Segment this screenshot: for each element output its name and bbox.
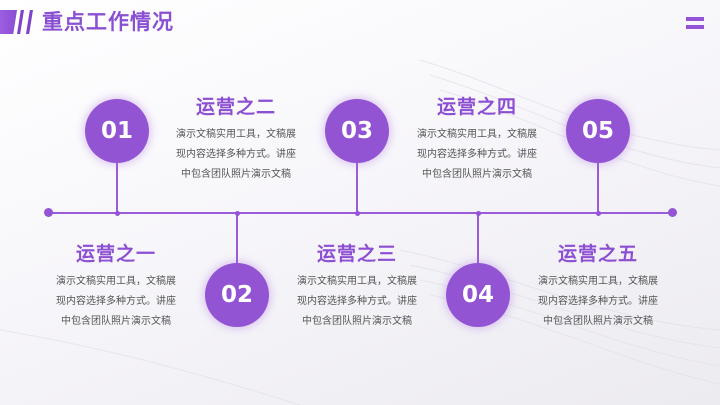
number-badge: 03: [325, 99, 389, 163]
timeline-dot: [234, 210, 240, 216]
item-title: 运营之二: [195, 96, 276, 118]
connector-01: [116, 163, 118, 213]
item-title: 运营之五: [557, 243, 638, 265]
connector-04: [477, 213, 479, 263]
header-accent-bar: [0, 10, 17, 34]
timeline-dot: [475, 210, 481, 216]
header-stripe-icon: [26, 10, 33, 34]
connector-03: [356, 163, 358, 213]
item-description: 演示文稿实用工具，文稿展 现内容选择多种方式。讲座 中包含团队照片演示文稿: [297, 276, 417, 327]
menu-icon[interactable]: [686, 17, 704, 30]
item-description: 演示文稿实用工具，文稿展 现内容选择多种方式。讲座 中包含团队照片演示文稿: [538, 276, 658, 327]
timeline-dot: [595, 210, 601, 216]
header-stripe-icon: [17, 10, 24, 34]
number-badge: 02: [205, 263, 269, 327]
timeline-dot: [354, 210, 360, 216]
item-title: 运营之四: [436, 96, 517, 118]
connector-05: [597, 163, 599, 213]
number-badge: 04: [446, 263, 510, 327]
number-badge: 01: [85, 99, 149, 163]
item-description: 演示文稿实用工具，文稿展 现内容选择多种方式。讲座 中包含团队照片演示文稿: [176, 129, 296, 180]
page-title: 重点工作情况: [42, 10, 174, 34]
timeline-start-dot: [44, 208, 53, 217]
item-description: 演示文稿实用工具，文稿展 现内容选择多种方式。讲座 中包含团队照片演示文稿: [417, 129, 537, 180]
item-title: 运营之三: [316, 243, 397, 265]
timeline-end-dot: [668, 208, 677, 217]
connector-02: [236, 213, 238, 263]
item-title: 运营之一: [75, 243, 156, 265]
number-badge: 05: [566, 99, 630, 163]
item-description: 演示文稿实用工具，文稿展 现内容选择多种方式。讲座 中包含团队照片演示文稿: [56, 276, 176, 327]
timeline-axis: [48, 212, 672, 214]
timeline-dot: [114, 210, 120, 216]
